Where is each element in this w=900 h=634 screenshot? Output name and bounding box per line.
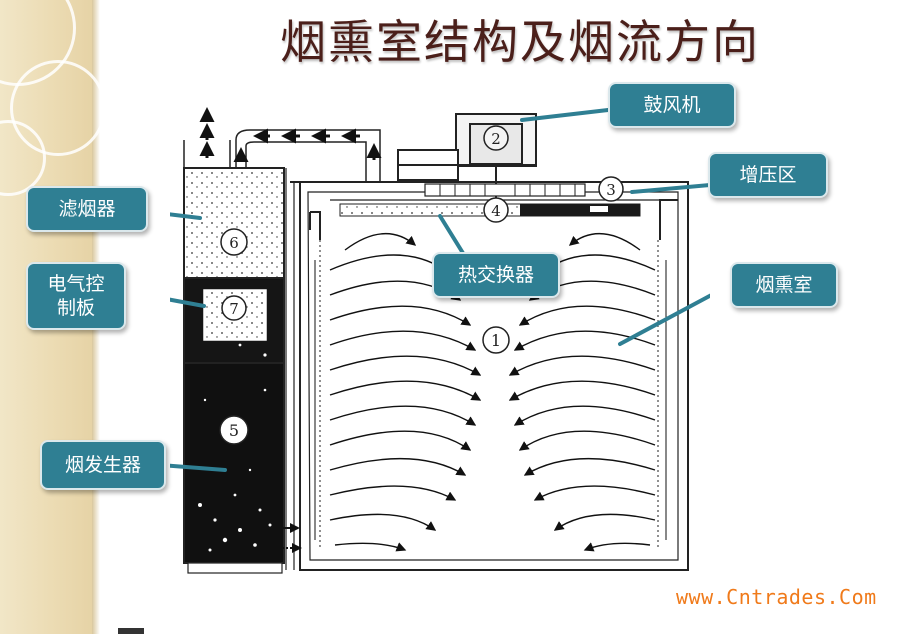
slide-title: 烟熏室结构及烟流方向 [280,15,760,69]
callout-control-panel-label: 电气控制板 [47,273,105,319]
callout-pressurized-zone: 增压区 [708,152,828,198]
callout-smoke-filter: 滤烟器 [26,186,148,232]
flow-arrows [314,233,667,552]
callout-smoke-chamber: 烟熏室 [730,262,838,308]
marker-label: 5 [229,421,239,440]
callout-heat-exchanger: 热交换器 [432,252,560,298]
marker-label: 3 [606,181,616,199]
smokehouse-diagram: 1 2 3 4 5 6 7 [170,107,710,574]
blower-unit [397,113,537,200]
marker-7: 7 [221,295,247,321]
marker-3: 3 [598,176,624,202]
marker-1: 1 [482,326,510,354]
callout-pointers [170,108,710,472]
marker-label: 1 [491,331,501,350]
callout-smoke-generator-label: 烟发生器 [64,454,141,476]
callout-pressurized-zone-label: 增压区 [739,164,797,186]
marker-5: 5 [219,415,249,445]
callout-smoke-generator: 烟发生器 [40,440,166,490]
chamber-walls [290,181,689,571]
fan-grille [424,183,586,197]
decorative-ring [10,60,106,156]
callout-heat-exchanger-label: 热交换器 [457,264,534,286]
marker-6: 6 [220,228,248,256]
callout-smoke-chamber-label: 烟熏室 [755,274,813,296]
marker-4: 4 [483,197,509,223]
callout-smoke-filter-label: 滤烟器 [58,198,116,220]
exhaust-arrows [199,107,382,162]
callout-blower: 鼓风机 [608,82,736,128]
inlet-arrows [280,523,302,553]
callout-control-panel: 电气控制板 [26,262,126,330]
marker-label: 4 [491,202,501,220]
marker-2: 2 [483,125,509,151]
watermark-text: www.Cntrades.Com [676,585,877,609]
marker-label: 2 [491,130,501,148]
bottom-edge-mark [118,628,144,634]
callout-blower-label: 鼓风机 [643,94,701,116]
marker-label: 7 [229,300,239,318]
marker-label: 6 [229,234,239,252]
exhaust-duct [183,129,381,570]
